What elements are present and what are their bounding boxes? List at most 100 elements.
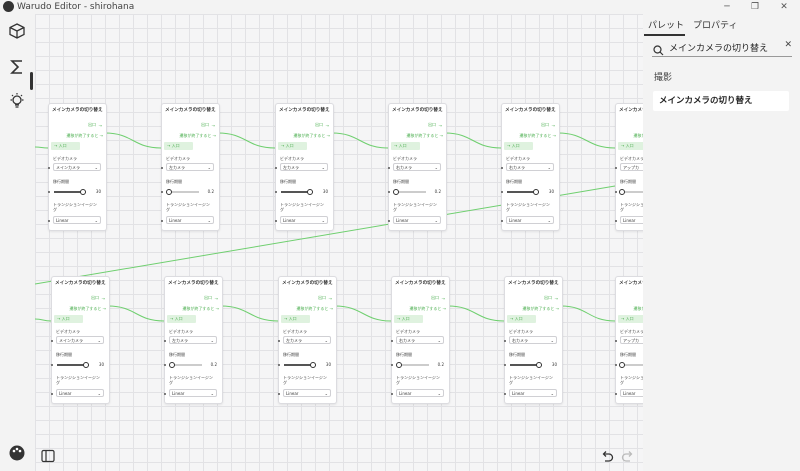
arrow-right-icon[interactable]: → [101, 296, 105, 301]
camera-input-port[interactable] [48, 167, 50, 169]
time-input-port[interactable] [51, 364, 53, 366]
camera-input-port[interactable] [615, 167, 617, 169]
time-input-port[interactable] [161, 191, 163, 193]
camera-select[interactable]: 右カメラ⌄ [396, 336, 444, 344]
easing-select[interactable]: Linear⌄ [166, 216, 214, 224]
output-on-complete-label[interactable]: 遷移が終了すると → [179, 133, 216, 138]
easing-input-port[interactable] [164, 393, 166, 395]
easing-select[interactable]: Linear⌄ [56, 389, 104, 397]
camera-switch-node[interactable]: メインカメラの切り替え出口→遷移が終了すると →→ 入口ビデオカメラ右カメラ⌄移… [504, 276, 563, 404]
easing-select[interactable]: Linear⌄ [393, 216, 441, 224]
time-input-port[interactable] [615, 364, 617, 366]
time-input-port[interactable] [48, 191, 50, 193]
arrow-right-icon[interactable]: → [328, 296, 332, 301]
input-enter-port[interactable]: → 入口 [51, 142, 80, 150]
transition-time-slider[interactable] [281, 189, 314, 195]
search-input[interactable]: メインカメラの切り替え [669, 44, 769, 54]
transition-time-value[interactable]: 30 [325, 362, 331, 367]
camera-switch-node[interactable]: メインカメラの切り替え出口→遷移が終了すると →→ 入口ビデオカメラ左カメラ⌄移… [275, 103, 334, 231]
redo-icon[interactable] [621, 448, 635, 467]
camera-select[interactable]: 左カメラ⌄ [283, 336, 331, 344]
easing-input-port[interactable] [275, 220, 277, 222]
easing-input-port[interactable] [51, 393, 53, 395]
time-input-port[interactable] [275, 191, 277, 193]
time-input-port[interactable] [391, 364, 393, 366]
easing-input-port[interactable] [504, 393, 506, 395]
output-on-complete-label[interactable]: 遷移が終了すると → [69, 306, 106, 311]
camera-input-port[interactable] [391, 340, 393, 342]
exec-wire[interactable] [217, 132, 276, 149]
camera-input-port[interactable] [278, 340, 280, 342]
search-box[interactable]: メインカメラの切り替え ✕ [652, 38, 792, 57]
input-enter-port[interactable]: → 入口 [618, 315, 643, 323]
output-on-complete-label[interactable]: 遷移が終了すると → [633, 306, 643, 311]
undo-icon[interactable] [600, 448, 614, 467]
easing-select[interactable]: Linear⌄ [506, 216, 554, 224]
transition-time-slider[interactable] [168, 362, 202, 368]
camera-switch-node[interactable]: メインカメラの切り替え出口→遷移が終了すると →→ 入口ビデオカメラ左カメラ⌄移… [161, 103, 220, 231]
camera-select[interactable]: 右カメラ⌄ [393, 163, 441, 171]
exec-wire[interactable] [557, 132, 616, 149]
arrow-right-icon[interactable]: → [325, 123, 329, 128]
input-enter-port[interactable]: → 入口 [504, 142, 533, 150]
transition-time-slider[interactable] [619, 189, 643, 195]
clear-search-icon[interactable]: ✕ [784, 40, 792, 50]
easing-select[interactable]: Linear⌄ [620, 216, 643, 224]
output-on-complete-label[interactable]: 遷移が終了すると → [519, 133, 556, 138]
input-enter-port[interactable]: → 入口 [618, 142, 643, 150]
easing-input-port[interactable] [391, 393, 393, 395]
input-enter-port[interactable]: → 入口 [167, 315, 196, 323]
exec-wire[interactable] [334, 305, 392, 322]
output-on-complete-label[interactable]: 遷移が終了すると → [66, 133, 103, 138]
node-graph-canvas[interactable]: メインカメラの切り替え出口→遷移が終了すると →→ 入口ビデオカメラメインカメラ… [35, 14, 643, 471]
exec-wire[interactable] [331, 132, 389, 149]
camera-input-port[interactable] [501, 167, 503, 169]
exec-wire[interactable] [447, 305, 505, 322]
camera-select[interactable]: 左カメラ⌄ [166, 163, 214, 171]
camera-select[interactable]: 左カメラ⌄ [169, 336, 217, 344]
transition-time-value[interactable]: 0.2 [210, 362, 217, 367]
transition-time-value[interactable]: 30 [98, 362, 104, 367]
easing-select[interactable]: Linear⌄ [169, 389, 217, 397]
camera-input-port[interactable] [164, 340, 166, 342]
camera-switch-node[interactable]: メインカメラの切り替え出口→遷移が終了すると →→ 入口ビデオカメラ左カメラ⌄移… [278, 276, 337, 404]
transition-time-value[interactable]: 0.2 [437, 362, 444, 367]
palette-icon[interactable] [6, 442, 28, 464]
camera-select[interactable]: メインカメラ⌄ [56, 336, 104, 344]
output-on-complete-label[interactable]: 遷移が終了すると → [293, 133, 330, 138]
cube-icon[interactable] [6, 20, 28, 42]
camera-switch-node[interactable]: メインカメラの切り替え出口→遷移が終了すると →→ 入口ビデオカメラ右カメラ⌄移… [388, 103, 447, 231]
camera-input-port[interactable] [388, 167, 390, 169]
camera-select[interactable]: アップカ⌄ [620, 336, 643, 344]
camera-select[interactable]: メインカメラ⌄ [53, 163, 101, 171]
output-on-complete-label[interactable]: 遷移が終了すると → [296, 306, 333, 311]
camera-input-port[interactable] [51, 340, 53, 342]
easing-input-port[interactable] [48, 220, 50, 222]
sigma-icon[interactable] [6, 56, 28, 78]
transition-time-slider[interactable] [507, 189, 540, 195]
exec-wire[interactable] [220, 305, 279, 322]
time-input-port[interactable] [388, 191, 390, 193]
transition-time-value[interactable]: 0.2 [434, 189, 441, 194]
wire-incoming[interactable] [35, 146, 49, 149]
input-enter-port[interactable]: → 入口 [54, 315, 83, 323]
exec-wire[interactable] [107, 305, 165, 322]
time-input-port[interactable] [164, 364, 166, 366]
easing-select[interactable]: Linear⌄ [509, 389, 557, 397]
time-input-port[interactable] [615, 191, 617, 193]
easing-select[interactable]: Linear⌄ [280, 216, 328, 224]
camera-switch-node[interactable]: メインカメラの切り替え出口→遷移が終了すると →→ 入口ビデオカメラメインカメラ… [48, 103, 107, 231]
easing-input-port[interactable] [388, 220, 390, 222]
camera-switch-node[interactable]: メインカメラの切り替え出口→遷移が終了すると →→ 入口ビデオカメラ右カメラ⌄移… [501, 103, 560, 231]
input-enter-port[interactable]: → 入口 [278, 142, 307, 150]
exec-wire[interactable] [560, 305, 616, 322]
camera-select[interactable]: アップカ⌄ [620, 163, 643, 171]
arrow-right-icon[interactable]: → [554, 296, 558, 301]
exec-wire[interactable] [444, 132, 502, 149]
time-input-port[interactable] [278, 364, 280, 366]
transition-time-value[interactable]: 30 [551, 362, 557, 367]
exec-wire[interactable] [104, 132, 162, 149]
arrow-right-icon[interactable]: → [438, 123, 442, 128]
